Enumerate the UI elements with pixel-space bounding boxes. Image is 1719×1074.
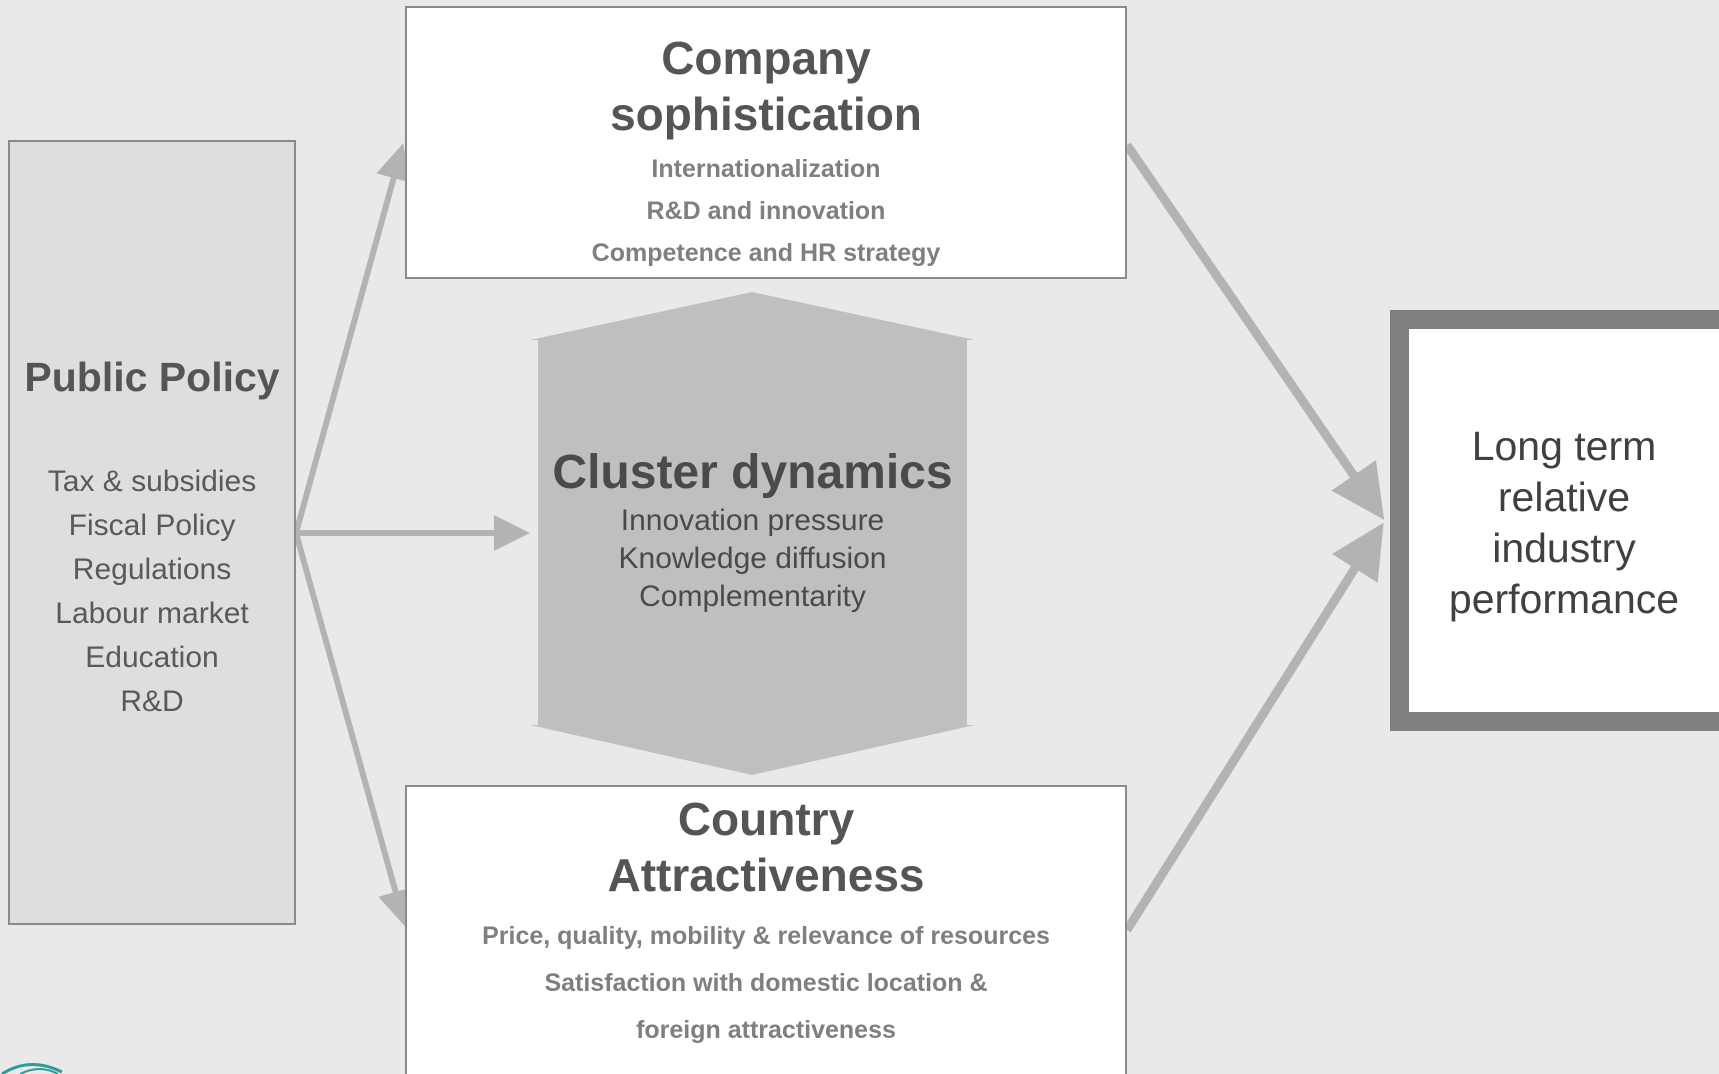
- company-title-line2: sophistication: [610, 88, 922, 140]
- policy-item: Fiscal Policy: [68, 509, 236, 542]
- cluster-shape: [530, 292, 975, 775]
- company-item: Internationalization: [651, 155, 881, 183]
- public-policy-list: Tax & subsidies Fiscal Policy Regulation…: [10, 460, 294, 724]
- country-item: Satisfaction with domestic location &: [544, 969, 988, 997]
- arrow-company-to-outcome: [1123, 142, 1385, 520]
- cluster-item: Complementarity: [639, 580, 866, 613]
- outcome-text: Long term relative industry performance: [1448, 423, 1680, 622]
- company-sophistication-box: Company sophistication Internationalizat…: [405, 6, 1127, 279]
- policy-item: Regulations: [72, 553, 232, 586]
- cluster-dynamics-box: Cluster dynamics Innovation pressure Kno…: [530, 444, 975, 616]
- company-item: Competence and HR strategy: [591, 239, 941, 267]
- logo-icon: [1, 1062, 63, 1074]
- arrow-country-to-outcome: [1123, 522, 1384, 933]
- public-policy-title: Public Policy: [24, 354, 280, 400]
- arrow-policy-to-country: [293, 532, 413, 927]
- policy-item: Tax & subsidies: [47, 465, 257, 498]
- country-item: foreign attractiveness: [636, 1016, 896, 1044]
- cluster-title: Cluster dynamics: [552, 446, 953, 499]
- country-attractiveness-box: Country Attractiveness Price, quality, m…: [405, 785, 1127, 1074]
- policy-item: Education: [85, 641, 219, 674]
- country-title: Country Attractiveness: [407, 791, 1125, 903]
- country-item: Price, quality, mobility & relevance of …: [482, 922, 1050, 950]
- company-title: Company sophistication: [407, 30, 1125, 142]
- cluster-item: Knowledge diffusion: [618, 542, 887, 575]
- company-item: R&D and innovation: [646, 197, 886, 225]
- country-title-line2: Attractiveness: [607, 849, 925, 901]
- cluster-item: Innovation pressure: [620, 504, 885, 537]
- company-list: Internationalization R&D and innovation …: [407, 148, 1125, 274]
- country-title-line1: Country: [677, 793, 855, 845]
- cluster-list: Innovation pressure Knowledge diffusion …: [530, 502, 975, 616]
- arrow-policy-to-company: [293, 143, 411, 534]
- industry-performance-box: Long term relative industry performance: [1390, 310, 1719, 731]
- policy-item: Labour market: [55, 597, 249, 630]
- company-title-line1: Company: [661, 32, 871, 84]
- country-list: Price, quality, mobility & relevance of …: [407, 913, 1125, 1054]
- policy-item: R&D: [120, 685, 184, 718]
- public-policy-box: Public Policy Tax & subsidies Fiscal Pol…: [8, 140, 296, 925]
